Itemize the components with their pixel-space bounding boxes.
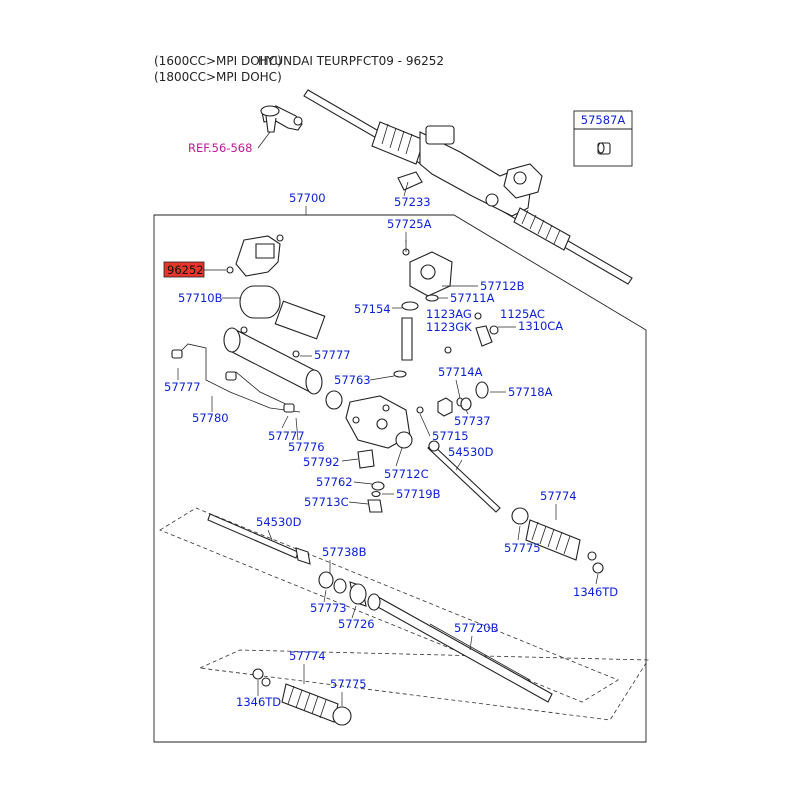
rack-seals-drawing: [318, 571, 381, 611]
bracket-96252-drawing: [226, 234, 284, 277]
pinion-housing-drawing: [325, 370, 413, 513]
part-label-57726[interactable]: 57726: [338, 617, 375, 631]
part-label-1123ag[interactable]: 1123AG: [426, 307, 472, 321]
part-label-57725a[interactable]: 57725A: [387, 217, 432, 231]
part-label-54530d-a[interactable]: 54530D: [448, 445, 494, 459]
part-label-57775-b[interactable]: 57775: [330, 677, 367, 691]
ref-link[interactable]: REF.56-568: [188, 141, 252, 155]
part-label-1346td-b[interactable]: 1346TD: [236, 695, 281, 709]
part-label-57587a[interactable]: 57587A: [581, 113, 626, 127]
part-label-57713c[interactable]: 57713C: [304, 495, 349, 509]
tie-rod-end-ref-drawing: [260, 105, 303, 133]
part-label-57777-b[interactable]: 57777: [164, 380, 201, 394]
part-label-57710b[interactable]: 57710B: [178, 291, 223, 305]
dashed-group-frame-lower: [198, 649, 649, 721]
inset-57587a-box: [573, 110, 633, 167]
part-label-57737[interactable]: 57737: [454, 414, 491, 428]
part-label-57712c[interactable]: 57712C: [384, 467, 429, 481]
part-label-57712b[interactable]: 57712B: [480, 279, 525, 293]
boot-right-57774-drawing: [525, 519, 604, 574]
part-label-57774-b[interactable]: 57774: [289, 649, 326, 663]
part-label-1125ac[interactable]: 1125AC: [500, 307, 545, 321]
part-label-96252[interactable]: 96252: [167, 263, 204, 277]
dashed-group-frame-left: [159, 507, 619, 703]
part-label-57714a[interactable]: 57714A: [438, 365, 483, 379]
inner-tie-rod-left-drawing: [207, 513, 311, 565]
bolt-bracket-cluster-drawing: [444, 312, 499, 354]
part-label-57792[interactable]: 57792: [303, 455, 340, 469]
part-label-57738b[interactable]: 57738B: [322, 545, 367, 559]
part-label-57777-a[interactable]: 57777: [314, 348, 351, 362]
part-label-57233[interactable]: 57233: [394, 195, 431, 209]
part-label-1310ca[interactable]: 1310CA: [518, 319, 563, 333]
inner-tie-rod-right-drawing: [427, 440, 529, 525]
part-label-57776[interactable]: 57776: [288, 440, 325, 454]
part-label-57774-a[interactable]: 57774: [540, 489, 577, 503]
part-label-57763[interactable]: 57763: [334, 373, 371, 387]
part-label-57762[interactable]: 57762: [316, 475, 353, 489]
valve-housing-drawing: [401, 240, 453, 361]
part-label-57777-c[interactable]: 57777: [268, 429, 305, 443]
part-label-57715[interactable]: 57715: [432, 429, 469, 443]
part-label-54530d-b[interactable]: 54530D: [256, 515, 302, 529]
part-label-57775-a[interactable]: 57775: [504, 541, 541, 555]
part-label-57773[interactable]: 57773: [310, 601, 347, 615]
engine-spec-line-1: (1600CC>MPI DOHC): [154, 54, 282, 68]
part-label-57719b[interactable]: 57719B: [396, 487, 441, 501]
part-label-57720b[interactable]: 57720B: [454, 621, 499, 635]
exploded-view-frame: [153, 214, 647, 743]
assembled-steering-rack-drawing: [303, 89, 633, 285]
part-label-57711a[interactable]: 57711A: [450, 291, 495, 305]
hydraulic-lines-57780-drawing: [171, 343, 301, 413]
rack-bar-drawing: [375, 597, 553, 703]
seal-parts-right-drawing: [416, 381, 489, 417]
part-label-57700[interactable]: 57700: [289, 191, 326, 205]
part-label-1123gk[interactable]: 1123GK: [426, 320, 472, 334]
part-label-57718a[interactable]: 57718A: [508, 385, 553, 399]
gear-housing-tube-drawing: [223, 326, 323, 395]
part-label-57780[interactable]: 57780: [192, 411, 229, 425]
boot-left-57774-drawing: [252, 668, 352, 726]
part-label-57154[interactable]: 57154: [354, 302, 391, 316]
engine-spec-line-2: (1800CC>MPI DOHC): [154, 70, 282, 84]
diagram-title: HYUNDAI TEURPFCT09 - 96252: [258, 54, 444, 68]
bushing-icon: [597, 142, 611, 155]
sleeve-57710b-drawing: [239, 285, 326, 340]
part-label-1346td-a[interactable]: 1346TD: [573, 585, 618, 599]
part-label-96252-highlight: [163, 261, 205, 278]
